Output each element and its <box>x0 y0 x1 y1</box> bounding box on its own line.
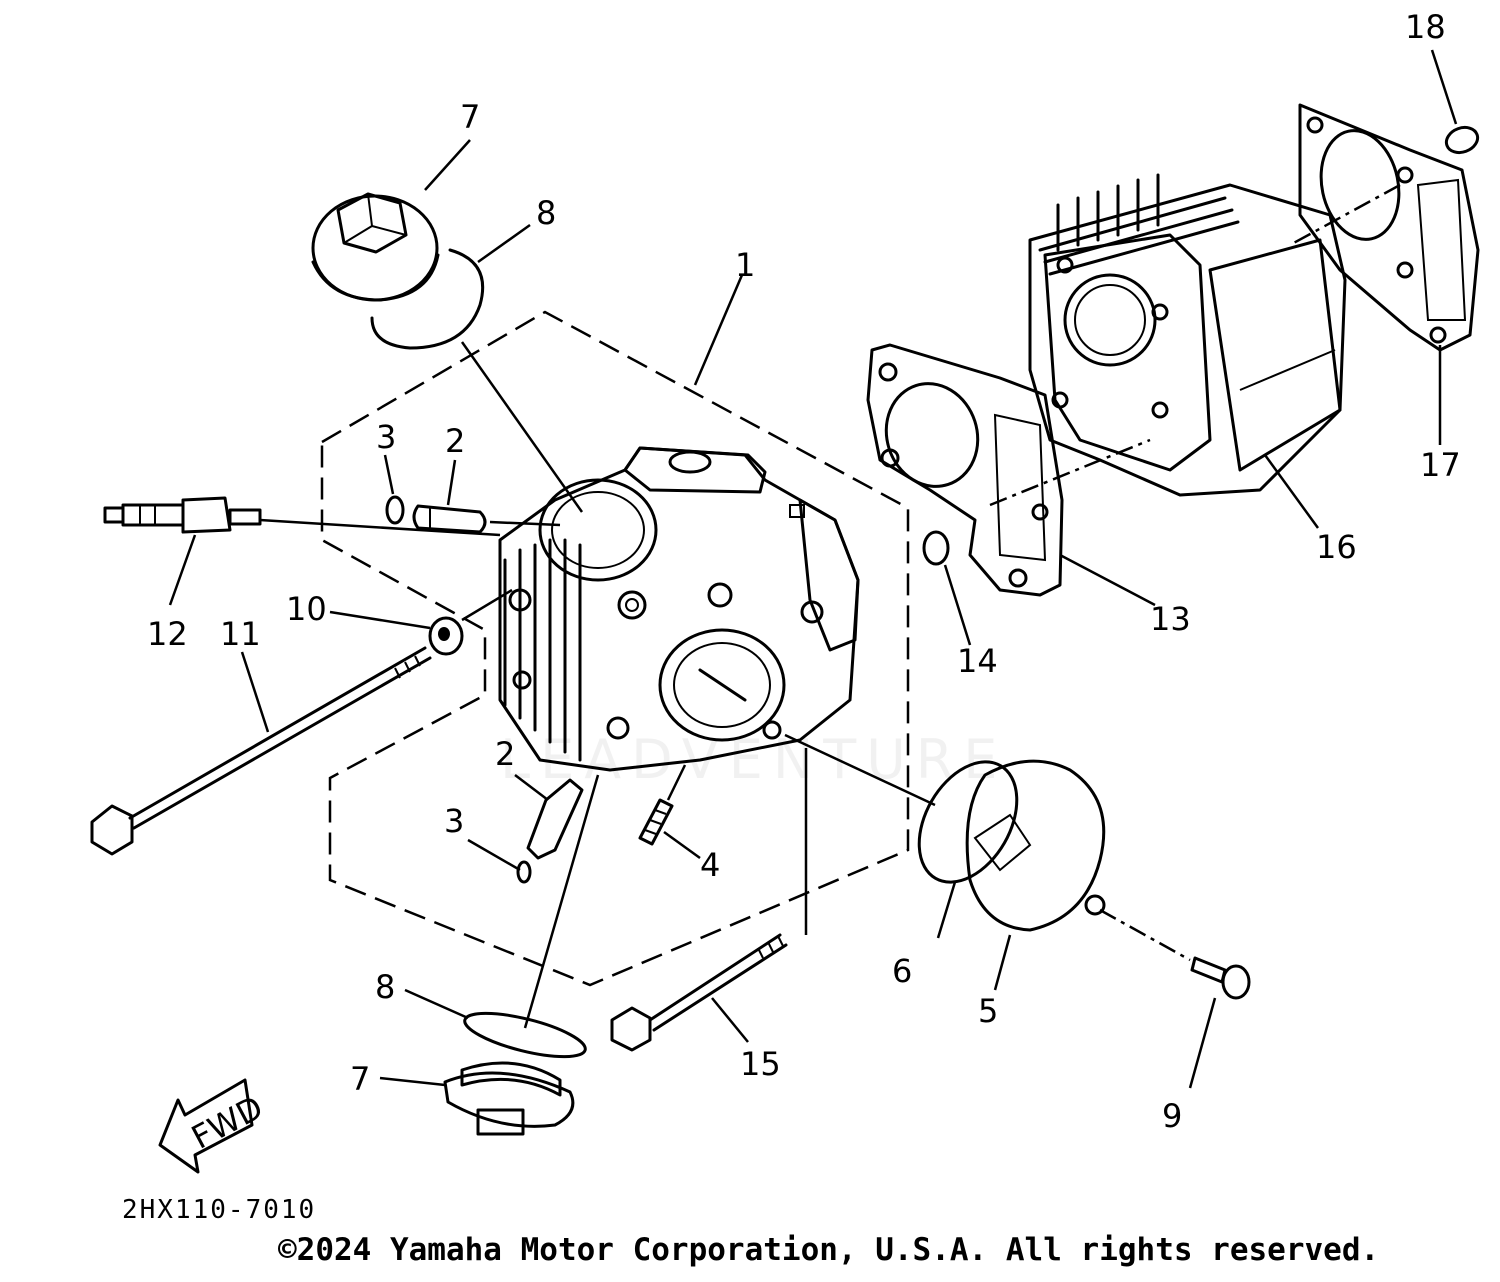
spark-plug <box>103 496 501 606</box>
cylinder <box>1028 173 1347 529</box>
o-ring-top <box>370 223 584 513</box>
label-part-2-upper: 2 <box>445 422 465 460</box>
label-part-3-upper: 3 <box>376 418 396 456</box>
label-part-11: 11 <box>220 615 261 653</box>
oil-filler-cap-top <box>311 139 471 302</box>
label-part-12: 12 <box>147 615 188 653</box>
label-part-3-lower: 3 <box>444 802 464 840</box>
watermark: LEADVENTURE <box>500 728 1008 791</box>
flange-bolt <box>610 748 808 1052</box>
label-part-18: 18 <box>1405 8 1446 46</box>
cylinder-base-gasket <box>1289 103 1480 445</box>
label-part-14: 14 <box>957 642 998 680</box>
label-part-7-upper: 7 <box>460 98 480 136</box>
diagram-code: 2HX110-7010 <box>122 1195 316 1225</box>
label-part-1: 1 <box>735 246 755 284</box>
o-ring-bottom <box>404 774 600 1059</box>
label-part-13: 13 <box>1150 600 1191 638</box>
cylinder-head-assembly-outline <box>320 274 910 987</box>
tappet-cover-bolt <box>1099 908 1251 1089</box>
part-number-labels: 1 2 2 3 3 4 5 6 7 7 8 8 9 10 11 12 13 14… <box>147 8 1461 1135</box>
label-part-8-lower: 8 <box>375 968 395 1006</box>
fwd-label: FWD <box>185 1088 269 1157</box>
label-part-6: 6 <box>892 952 912 990</box>
tappet-cover <box>784 733 1106 991</box>
label-part-17: 17 <box>1420 446 1461 484</box>
dowel-pin <box>922 530 972 646</box>
oil-filler-cap-bottom <box>379 1061 575 1136</box>
washer <box>329 588 513 656</box>
copyright-notice: ©2024 Yamaha Motor Corporation, U.S.A. A… <box>278 1232 1380 1268</box>
valve-guide-upper <box>383 454 561 534</box>
stud-bolt-long <box>90 646 432 856</box>
label-part-16: 16 <box>1316 528 1357 566</box>
dowel-stud <box>638 764 701 860</box>
cylinder-head-gasket <box>866 343 1156 607</box>
fwd-arrow: FWD <box>158 1078 269 1174</box>
label-part-5: 5 <box>978 992 998 1030</box>
label-part-10: 10 <box>286 590 327 628</box>
valve-guide-lower <box>467 774 584 884</box>
label-part-9: 9 <box>1162 1097 1182 1135</box>
label-part-2-lower: 2 <box>495 735 515 773</box>
label-part-7-lower: 7 <box>350 1060 370 1098</box>
label-part-8-upper: 8 <box>536 194 556 232</box>
cylinder-head <box>498 446 860 772</box>
label-part-15: 15 <box>740 1045 781 1083</box>
label-part-4: 4 <box>700 846 720 884</box>
dowel-top <box>1430 49 1480 155</box>
